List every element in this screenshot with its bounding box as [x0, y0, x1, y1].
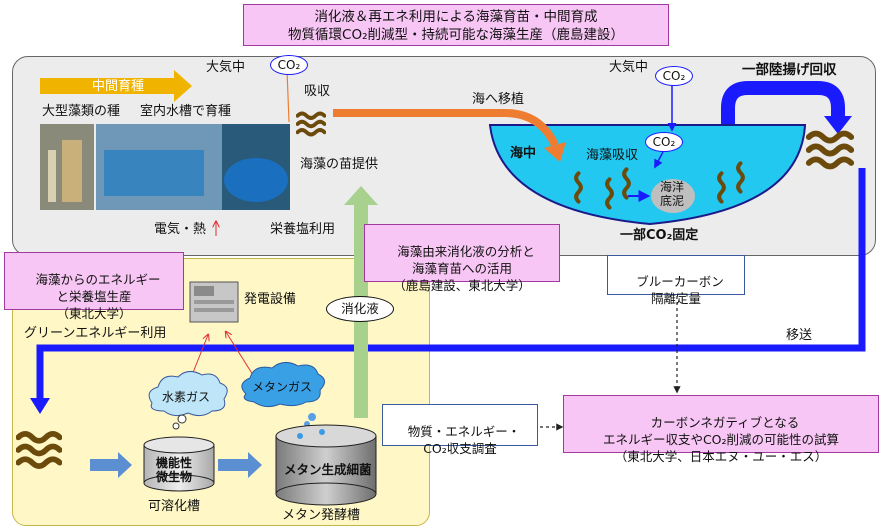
title-line1: 消化液＆再エネ利用による海藻育苗・中間育成: [314, 9, 598, 25]
recovery-arrow: [721, 81, 845, 128]
hydrogen-label: 水素ガス: [162, 390, 211, 404]
transport-arrow-head: [30, 398, 50, 414]
intermediate-label: 中間育種: [92, 79, 145, 94]
recovery-arrow-head: [824, 116, 852, 134]
nutrient-use-label: 栄養塩利用: [270, 222, 336, 237]
blue-carbon-text: ブルーカーボン 隔離定量: [636, 273, 724, 306]
energy-from-seaweed-box: 海藻からのエネルギー と栄養塩生産 （東北大学）: [4, 252, 184, 321]
elec-heat-label: 電気・熱: [154, 222, 207, 237]
green-energy-label: グリーンエネルギー利用: [24, 326, 167, 341]
co2-label: CO₂: [277, 58, 301, 72]
co2-oval-right-sea: CO₂: [645, 132, 683, 152]
title-box: 消化液＆再エネ利用による海藻育苗・中間育成 物質循環CO₂削減型・持続可能な海藻…: [243, 4, 669, 46]
air-label-left: 大気中: [206, 60, 246, 75]
carbon-negative-text: カーボンネガティブとなる エネルギー収支やCO₂削減の可能性の試算 （東北大学、…: [602, 414, 840, 464]
carbon-negative-box: カーボンネガティブとなる エネルギー収支やCO₂削減の可能性の試算 （東北大学、…: [563, 395, 879, 464]
absorb-label: 吸収: [304, 84, 331, 99]
process-arrow-2: [218, 452, 262, 478]
energy-from-seaweed-text: 海藻からのエネルギー と栄養塩生産 （東北大学）: [35, 271, 161, 321]
co2-label: CO₂: [662, 69, 686, 83]
sediment-blob: [651, 179, 695, 213]
material-balance-text: 物質・エネルギー・ CO₂収支調査: [407, 423, 521, 456]
air-label-right: 大気中: [609, 60, 649, 75]
solubilization-tank-label: 可溶化槽: [148, 499, 201, 514]
digestate-label: 消化液: [341, 301, 379, 316]
sea-bowl: [488, 124, 807, 226]
seed-label: 大型藻類の種: [42, 104, 121, 119]
co2-oval-right-top: CO₂: [655, 66, 693, 86]
partial-fix-label: 一部CO₂固定: [620, 228, 699, 243]
transport-line: [36, 168, 866, 402]
methane-cloud: [241, 362, 325, 408]
hydrogen-cloud: [148, 371, 228, 417]
to-sea-arrow: [333, 109, 559, 147]
methane-tank-label: メタン発酵槽: [282, 508, 361, 523]
title-line2: 物質循環CO₂削減型・持続可能な海藻生産（鹿島建設）: [288, 27, 624, 44]
transport-label: 移送: [786, 328, 813, 343]
power-plant-label: 発電設備: [244, 292, 297, 307]
process-arrow-1: [90, 452, 132, 478]
digestate-analysis-box: 海藻由来消化液の分析と 海藻育苗への活用 （鹿島建設、東北大学）: [364, 224, 560, 293]
methane-gas-label: メタンガス: [252, 380, 313, 394]
sediment-label: 海洋 底泥: [660, 180, 685, 209]
material-balance-box: 物質・エネルギー・ CO₂収支調査: [382, 404, 538, 456]
co2-oval-left: CO₂: [270, 55, 308, 75]
digestate-analysis-text: 海藻由来消化液の分析と 海藻育苗への活用 （鹿島建設、東北大学）: [393, 243, 535, 293]
tank-label: 室内水槽で育種: [140, 104, 232, 119]
functional-microbe-label: 機能性 微生物: [156, 456, 193, 485]
co2-label: CO₂: [652, 135, 676, 149]
seaweed-seedlings-top: [298, 114, 325, 135]
digestate-oval: 消化液: [326, 296, 394, 322]
in-sea-label: 海中: [510, 146, 537, 161]
intermediate-arrow: [40, 70, 192, 102]
blue-carbon-box: ブルーカーボン 隔離定量: [607, 255, 745, 306]
to-sea-label: 海へ移植: [472, 92, 525, 107]
seaweed-recovered: [809, 134, 851, 167]
seaweed-input: [18, 434, 59, 466]
methanogen-label: メタン生成細菌: [284, 462, 372, 477]
seedling-supply-label: 海藻の苗提供: [300, 157, 379, 172]
seaweed-absorb-label: 海藻吸収: [586, 148, 639, 163]
partial-recovery-label: 一部陸揚げ回収: [742, 62, 837, 78]
